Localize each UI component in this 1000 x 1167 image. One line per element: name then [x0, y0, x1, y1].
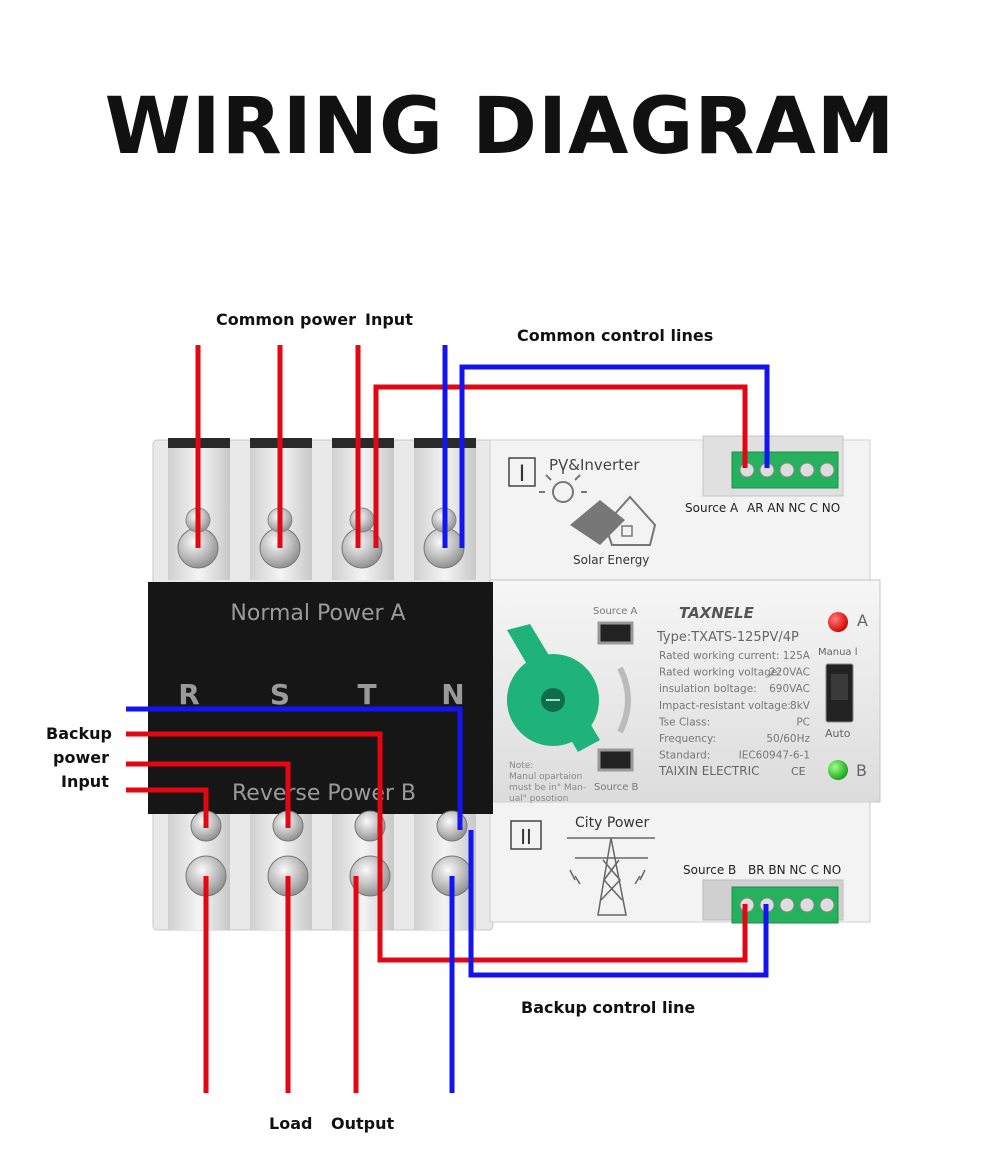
indicator-b-text: B [856, 761, 867, 780]
spec-value: PC [796, 716, 810, 728]
selector-knob[interactable] [507, 624, 600, 752]
label-input-top: Input [365, 310, 413, 329]
page-title: WIRING DIAGRAM [104, 82, 896, 172]
terminal-block-b [731, 886, 839, 924]
spec-value: 50/60Hz [766, 733, 810, 745]
window-source-b-text: Source B [594, 782, 639, 793]
wire-control-an [459, 364, 770, 548]
terminals-b-text: BR BN NC C NO [748, 863, 841, 877]
reverse-power-text: Reverse Power B [232, 781, 416, 806]
city-power-text: City Power [575, 815, 649, 831]
wire-control-ar [373, 384, 748, 548]
brand-text: TAXNELE [679, 604, 755, 622]
phase-n-text: N [441, 678, 464, 711]
terminals-a-text: AR AN NC C NO [747, 501, 840, 515]
terminal-block-a [731, 451, 839, 489]
wire-control-bn [468, 830, 769, 978]
label-output: Output [331, 1114, 395, 1133]
note-line-1: Note: [509, 761, 533, 771]
label-backup: Backup [46, 724, 112, 743]
spec-key: Frequency: [659, 733, 716, 745]
phase-s-text: S [270, 678, 290, 711]
power-pylon-icon [567, 837, 655, 916]
roman-two: II [520, 825, 532, 849]
label-load: Load [269, 1114, 313, 1133]
phase-t-text: T [357, 678, 376, 711]
led-b-icon [828, 760, 848, 780]
spec-key: Impact-resistant voltage: [659, 700, 791, 712]
spec-key: insulation boltage: [659, 683, 757, 695]
blue-wires [126, 345, 770, 1093]
ce-mark-text: CE [791, 765, 806, 778]
spec-value: 690VAC [769, 683, 810, 695]
note-line-3: must be in" Man- [509, 783, 586, 793]
label-common-control-lines: Common control lines [517, 326, 714, 345]
solar-energy-text: Solar Energy [573, 553, 649, 567]
wire-backup-s [126, 761, 291, 828]
window-source-a-text: Source A [593, 606, 638, 617]
black-cover [148, 582, 493, 814]
normal-power-text: Normal Power A [230, 601, 405, 626]
window-a-icon [597, 621, 634, 645]
manual-text: Manua l [818, 647, 858, 658]
maker-text: TAIXIN ELECTRIC [658, 764, 760, 778]
led-a-icon [828, 612, 848, 632]
spec-value: 125A [783, 650, 811, 662]
auto-text: Auto [825, 727, 851, 740]
label-common-power: Common power [216, 310, 356, 329]
type-text: Type:TXATS-125PV/4P [656, 630, 799, 645]
wire-backup-n [126, 706, 463, 830]
source-a-terminal-text: Source A [685, 501, 739, 515]
note-line-2: Manul opartaion [509, 772, 582, 782]
wire-backup-r [126, 787, 209, 828]
note-line-4: ual" posotion [509, 794, 568, 804]
spec-key: Tse Class: [658, 716, 710, 728]
spec-value: IEC60947-6-1 [739, 750, 810, 762]
roman-box-2 [510, 820, 542, 850]
label-power: power [53, 748, 109, 767]
solar-panel-icon [539, 468, 657, 546]
indicator-a-text: A [857, 611, 868, 630]
roman-one: I [519, 462, 526, 487]
spec-key: Rated working current: [659, 650, 779, 662]
roman-box-1 [508, 457, 536, 487]
spec-key: Standard: [659, 750, 710, 762]
phase-r-text: R [178, 678, 200, 711]
wire-backup-t [126, 731, 748, 963]
source-b-terminal-text: Source B [683, 863, 736, 877]
position-arrow-icon [617, 666, 631, 734]
pv-inverter-text: PV&Inverter [549, 456, 640, 474]
spec-value: 8kV [790, 700, 811, 712]
spec-value: 220VAC [769, 667, 810, 679]
window-b-icon [597, 748, 634, 772]
label-input-left: Input [61, 772, 109, 791]
spec-key: Rated working voltage: [659, 667, 781, 679]
red-wires [126, 345, 748, 1093]
label-backup-control-line: Backup control line [521, 998, 696, 1017]
